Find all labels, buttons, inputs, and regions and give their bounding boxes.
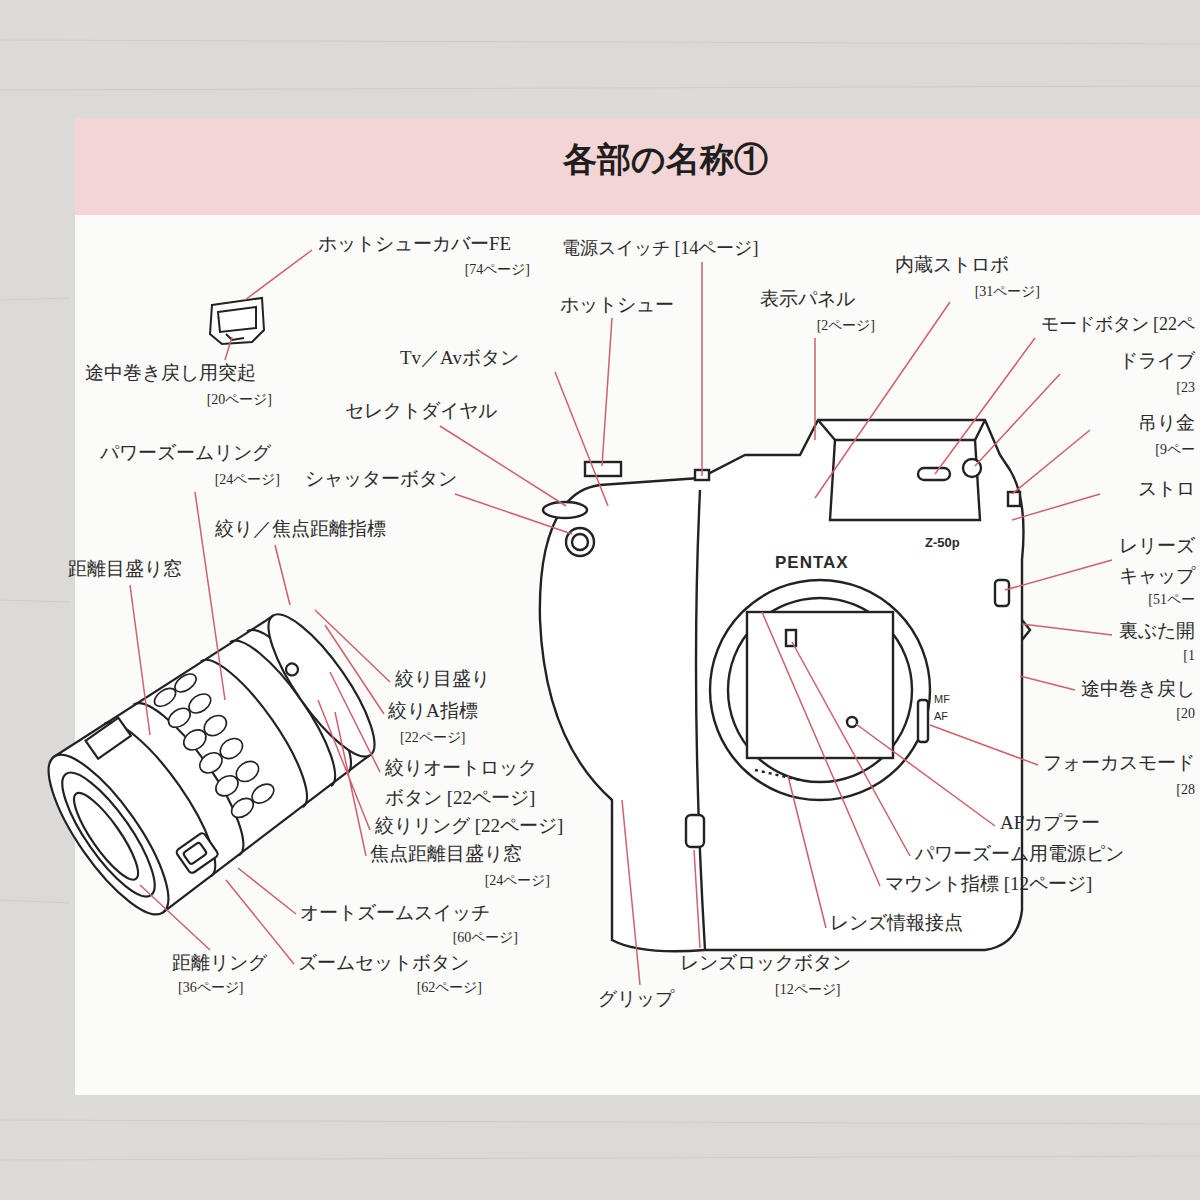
part-label: 絞り／焦点距離指標: [215, 518, 386, 541]
part-label: オートズームスイッチ: [300, 902, 490, 925]
page-reference: [28: [1176, 782, 1195, 799]
part-label: 途中巻き戻し用突起: [85, 362, 256, 385]
page-reference: [12ページ]: [775, 982, 840, 999]
part-label: モードボタン [22ペ: [1041, 314, 1196, 336]
page-reference: [22ページ]: [400, 730, 465, 747]
part-label: 途中巻き戻し: [1081, 678, 1195, 701]
page-reference: [23: [1176, 380, 1195, 397]
part-label: パワーズーム用電源ピン: [915, 843, 1124, 866]
page-reference: [2ページ]: [817, 318, 875, 335]
part-label: 内蔵ストロボ: [895, 254, 1009, 277]
page-reference: [20: [1176, 706, 1195, 723]
page-reference: [24ページ]: [485, 873, 550, 890]
page-reference: [36ページ]: [178, 980, 243, 997]
part-label: ホットシューカバーFE: [318, 233, 511, 256]
wood-background: [0, 40, 1200, 1160]
part-label: 絞りオートロック: [385, 757, 537, 780]
part-label: ボタン [22ページ]: [385, 787, 535, 810]
part-label: キャップ: [1119, 565, 1195, 588]
part-label: ドライブ: [1119, 350, 1195, 373]
model-name: Z-50p: [925, 535, 960, 551]
part-label: 距離目盛り窓: [68, 558, 182, 581]
part-label: レンズロックボタン: [680, 952, 851, 975]
part-label: マウント指標 [12ページ]: [885, 873, 1092, 896]
part-label: ズームセットボタン: [298, 952, 469, 975]
part-label: シャッターボタン: [305, 468, 457, 491]
title-band: [75, 118, 1200, 215]
part-label: Tv／Avボタン: [400, 347, 519, 370]
page-reference: [24ページ]: [215, 472, 280, 489]
part-label: パワーズームリング: [100, 442, 271, 465]
part-label: 距離リング: [172, 952, 267, 975]
part-label: 絞りリング [22ページ]: [375, 815, 563, 838]
part-label: フォーカスモード: [1043, 752, 1195, 775]
switch-mark: AF: [934, 710, 948, 723]
brand-text: PENTAX: [775, 553, 849, 573]
camera-body: [540, 420, 1030, 951]
part-label: AFカプラー: [1000, 812, 1100, 835]
part-label: 電源スイッチ [14ページ]: [562, 238, 759, 260]
page-reference: [1: [1183, 648, 1195, 665]
leader-lines: [130, 250, 1112, 985]
page-reference: [31ページ]: [975, 284, 1040, 301]
page-reference: [74ページ]: [465, 262, 530, 279]
page-reference: [9ペー: [1155, 442, 1195, 459]
part-label: 絞り目盛り: [395, 668, 490, 691]
part-label: 絞りA指標: [388, 700, 478, 723]
switch-mark: MF: [934, 693, 950, 706]
page-reference: [20ページ]: [207, 392, 272, 409]
zoom-lens: [29, 593, 396, 929]
part-label: ストロ: [1138, 478, 1195, 501]
manual-page: [75, 118, 1200, 1095]
hot-shoe-cover: [210, 298, 264, 344]
part-label: セレクトダイヤル: [345, 400, 497, 423]
part-label: 表示パネル: [760, 288, 855, 311]
page-reference: [62ページ]: [417, 980, 482, 997]
part-label: ホットシュー: [560, 294, 674, 317]
page-title: 各部の名称①: [460, 140, 870, 181]
part-label: 焦点距離目盛り窓: [370, 843, 522, 866]
part-label: レリーズ: [1119, 535, 1195, 558]
page-reference: [51ペー: [1148, 592, 1195, 609]
part-label: グリップ: [598, 988, 674, 1011]
part-label: 裏ぶた開: [1119, 620, 1195, 643]
part-label: レンズ情報接点: [830, 912, 963, 935]
page-reference: [60ページ]: [453, 930, 518, 947]
part-label: 吊り金: [1138, 412, 1195, 435]
